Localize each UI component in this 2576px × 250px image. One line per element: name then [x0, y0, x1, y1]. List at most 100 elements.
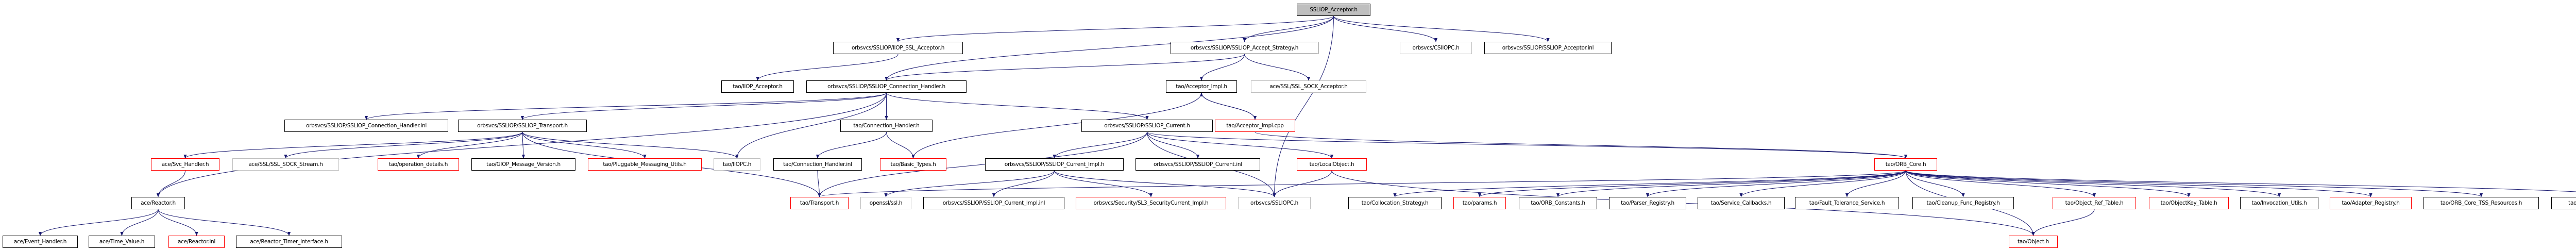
graph-node-transport[interactable]: tao/Transport.h [790, 197, 849, 209]
edge-accept-strat-to-acc-impl-h [1199, 54, 1245, 81]
graph-node-reactor[interactable]: ace/Reactor.h [131, 197, 185, 209]
graph-node-root[interactable]: SSLIOP_Acceptor.h [1297, 4, 1370, 16]
edge-cur-impl-to-ssliopc [1054, 170, 1276, 197]
graph-node-event-handler[interactable]: ace/Event_Handler.h [3, 236, 78, 248]
edge-accept-strat-to-ssliop-ch [885, 54, 1245, 81]
graph-node-ssliop-tr[interactable]: orbsvcs/SSLIOP/SSLIOP_Transport.h [458, 120, 587, 132]
graph-node-time-value[interactable]: ace/Time_Value.h [89, 236, 155, 248]
graph-node-ssliopc: orbsvcs/SSLIOPC.h [1238, 197, 1311, 209]
graph-node-reactor-timer[interactable]: ace/Reactor_Timer_Interface.h [236, 236, 342, 248]
edge-ssliop-ch-to-ssliop-ch-inl [365, 92, 887, 120]
graph-node-openssl: openssl/ssl.h [860, 197, 911, 209]
graph-node-svc-cb[interactable]: tao/Service_Callbacks.h [1698, 197, 1785, 209]
graph-node-parser-reg[interactable]: tao/Parser_Registry.h [1609, 197, 1686, 209]
graph-node-ssliop-cur[interactable]: orbsvcs/SSLIOP/SSLIOP_Current.h [1081, 120, 1213, 132]
graph-node-objkey-tbl[interactable]: tao/ObjectKey_Table.h [2149, 197, 2229, 209]
edge-tao-ch-to-basic-types [886, 131, 915, 159]
graph-node-ssl-sock-stream: ace/SSL/SSL_SOCK_Stream.h [232, 158, 339, 171]
graph-node-cur-impl[interactable]: orbsvcs/SSLIOP/SSLIOP_Current_Impl.h [985, 158, 1124, 171]
edge-tao-ch-to-tao-ch-inl [816, 131, 887, 159]
edge-ssliop-ch-to-ssliop-cur [886, 92, 1149, 120]
graph-node-reactor-inl[interactable]: ace/Reactor.inl [168, 236, 225, 248]
edge-reactor-to-reactor-inl [158, 209, 198, 236]
graph-node-iiop-acc[interactable]: tao/IIOP_Acceptor.h [721, 80, 794, 93]
graph-node-tao-ch[interactable]: tao/Connection_Handler.h [840, 120, 933, 132]
graph-node-op-details[interactable]: tao/operation_details.h [378, 158, 459, 171]
graph-node-cur-inl[interactable]: orbsvcs/SSLIOP/SSLIOP_Current.inl [1136, 158, 1260, 171]
edge-reactor-to-time-value [120, 209, 159, 236]
graph-node-tss-res[interactable]: tao/ORB_Core_TSS_Resources.h [2424, 197, 2539, 209]
edge-reactor-to-event-handler [38, 209, 159, 236]
edge-ssliop-tr-to-ssl-sock-stream [284, 131, 523, 159]
edge-orb-core-to-objkey-tbl [1905, 170, 2191, 197]
edge-acc-impl-cpp-to-acc-impl-h [1199, 92, 1256, 120]
graph-node-acc-impl-h[interactable]: tao/Acceptor_Impl.h [1166, 80, 1237, 93]
edge-ssliop-tr-to-svc-handler [183, 131, 523, 159]
graph-node-cur-impl-inl[interactable]: orbsvcs/SSLIOP/SSLIOP_Current_Impl.inl [923, 197, 1064, 209]
graph-node-inv-utils[interactable]: tao/Invocation_Utils.h [2240, 197, 2318, 209]
edge-localobj-to-ssliopc [1273, 170, 1332, 197]
edge-ssliop-tr-to-giop-ver [521, 131, 526, 159]
graph-node-basic-types[interactable]: tao/Basic_Types.h [880, 158, 946, 171]
graph-node-iiop-ssl-acc[interactable]: orbsvcs/SSLIOP/IIOP_SSL_Acceptor.h [833, 42, 963, 54]
graph-node-csiiopc: orbsvcs/CSIIOPC.h [1400, 42, 1472, 54]
graph-node-localobj[interactable]: tao/LocalObject.h [1297, 158, 1367, 171]
edge-accept-strat-to-ssl-sock-acc [1244, 54, 1311, 81]
edge-orb-core-to-cleanup [1905, 170, 1965, 197]
edge-acc-impl-cpp-to-orb-core [1255, 131, 1907, 159]
edge-orb-core-to-ft-svc [1845, 170, 1906, 197]
graph-node-ssl-sock-acc: ace/SSL/SSL_SOCK_Acceptor.h [1251, 80, 1366, 93]
edge-root-to-ssliopc [1273, 15, 1334, 197]
edge-ssliop-cur-to-localobj [1147, 131, 1334, 159]
edge-cur-impl-to-cur-impl-inl [992, 170, 1055, 197]
edge-orb-core-to-parser-reg [1646, 170, 1906, 197]
edge-root-to-csiiopc [1333, 15, 1438, 42]
edge-orb-core-to-sch-reg [1905, 170, 2576, 192]
edge-orb-core-to-orb-const [1556, 170, 1906, 197]
graph-node-tao-ch-inl[interactable]: tao/Connection_Handler.inl [773, 158, 862, 171]
graph-node-accept-strat[interactable]: orbsvcs/SSLIOP/SSLIOP_Accept_Strategy.h [1171, 42, 1318, 54]
graph-node-svc-handler[interactable]: ace/Svc_Handler.h [151, 158, 219, 171]
edge-ssliop-ch-to-ssliop-tr [520, 92, 887, 120]
edge-reactor-to-reactor-timer [158, 209, 291, 236]
graph-node-adapter-reg[interactable]: tao/Adapter_Registry.h [2330, 197, 2412, 209]
graph-node-params[interactable]: tao/params.h [1453, 197, 1506, 209]
edge-ssliop-tr-to-iiopc [522, 131, 739, 159]
edge-ssliop-ch-to-reactor [156, 92, 887, 197]
graph-node-tao-object[interactable]: tao/Object.h [2009, 236, 2058, 248]
edge-orb-core-to-params [1478, 170, 1906, 197]
graph-node-acc-inl[interactable]: orbsvcs/SSLIOP/SSLIOP_Acceptor.inl [1484, 42, 1612, 54]
edge-cur-impl-to-openssl [884, 170, 1055, 197]
edge-orb-core-to-coll-strat [1393, 170, 1906, 197]
edge-orb-core-to-transport [818, 170, 1906, 197]
graph-node-ft-svc[interactable]: tao/Fault_Tolerance_Service.h [1795, 197, 1899, 209]
edge-obj-ref-tbl-to-tao-object [2031, 209, 2095, 236]
edge-acc-impl-h-to-basic-types [911, 92, 1202, 159]
edge-orb-core-to-tss-res [1905, 170, 2483, 197]
graph-node-orb-const[interactable]: tao/ORB_Constants.h [1519, 197, 1597, 209]
graph-node-acc-impl-cpp[interactable]: tao/Acceptor_Impl.cpp [1215, 120, 1295, 132]
edge-ssliop-tr-to-op-details [416, 131, 523, 159]
graph-node-pm-utils[interactable]: tao/Pluggable_Messaging_Utils.h [588, 158, 702, 171]
edge-orb-core-to-obj-ref-tbl [1905, 170, 2096, 197]
graph-node-obj-ref-tbl[interactable]: tao/Object_Ref_Table.h [2053, 197, 2136, 209]
edge-ssliop-tr-to-pm-utils [522, 131, 647, 159]
graph-node-sl3[interactable]: orbsvcs/Security/SL3_SecurityCurrent_Imp… [1076, 197, 1226, 209]
graph-node-cleanup[interactable]: tao/Cleanup_Func_Registry.h [1912, 197, 2014, 209]
edge-ssliop-cur-to-transport [818, 131, 1147, 197]
graph-node-ssliop-ch[interactable]: orbsvcs/SSLIOP/SSLIOP_Connection_Handler… [806, 80, 967, 93]
edge-ssliop-ch-to-iiopc [735, 92, 887, 159]
edge-ssliop-cur-to-orb-core [1147, 131, 1907, 159]
graph-node-sch-reg[interactable]: tao/Service_Context_Handler_Registry.h [2551, 197, 2576, 209]
edge-root-to-ssliop-ch [885, 15, 1334, 81]
graph-node-orb-core[interactable]: tao/ORB_Core.h [1874, 158, 1937, 171]
graph-node-giop-ver[interactable]: tao/GIOP_Message_Version.h [471, 158, 575, 171]
edge-root-to-iiop-ssl-acc [896, 15, 1334, 42]
edge-orb-core-to-svc-cb [1739, 170, 1906, 197]
edge-orb-core-to-adapter-reg [1905, 170, 2372, 197]
edge-iiop-ssl-acc-to-iiop-acc [756, 54, 899, 81]
edge-ssliop-cur-to-cur-inl [1147, 131, 1200, 159]
graph-node-coll-strat[interactable]: tao/Collocation_Strategy.h [1348, 197, 1442, 209]
graph-node-ssliop-ch-inl[interactable]: orbsvcs/SSLIOP/SSLIOP_Connection_Handler… [284, 120, 448, 132]
